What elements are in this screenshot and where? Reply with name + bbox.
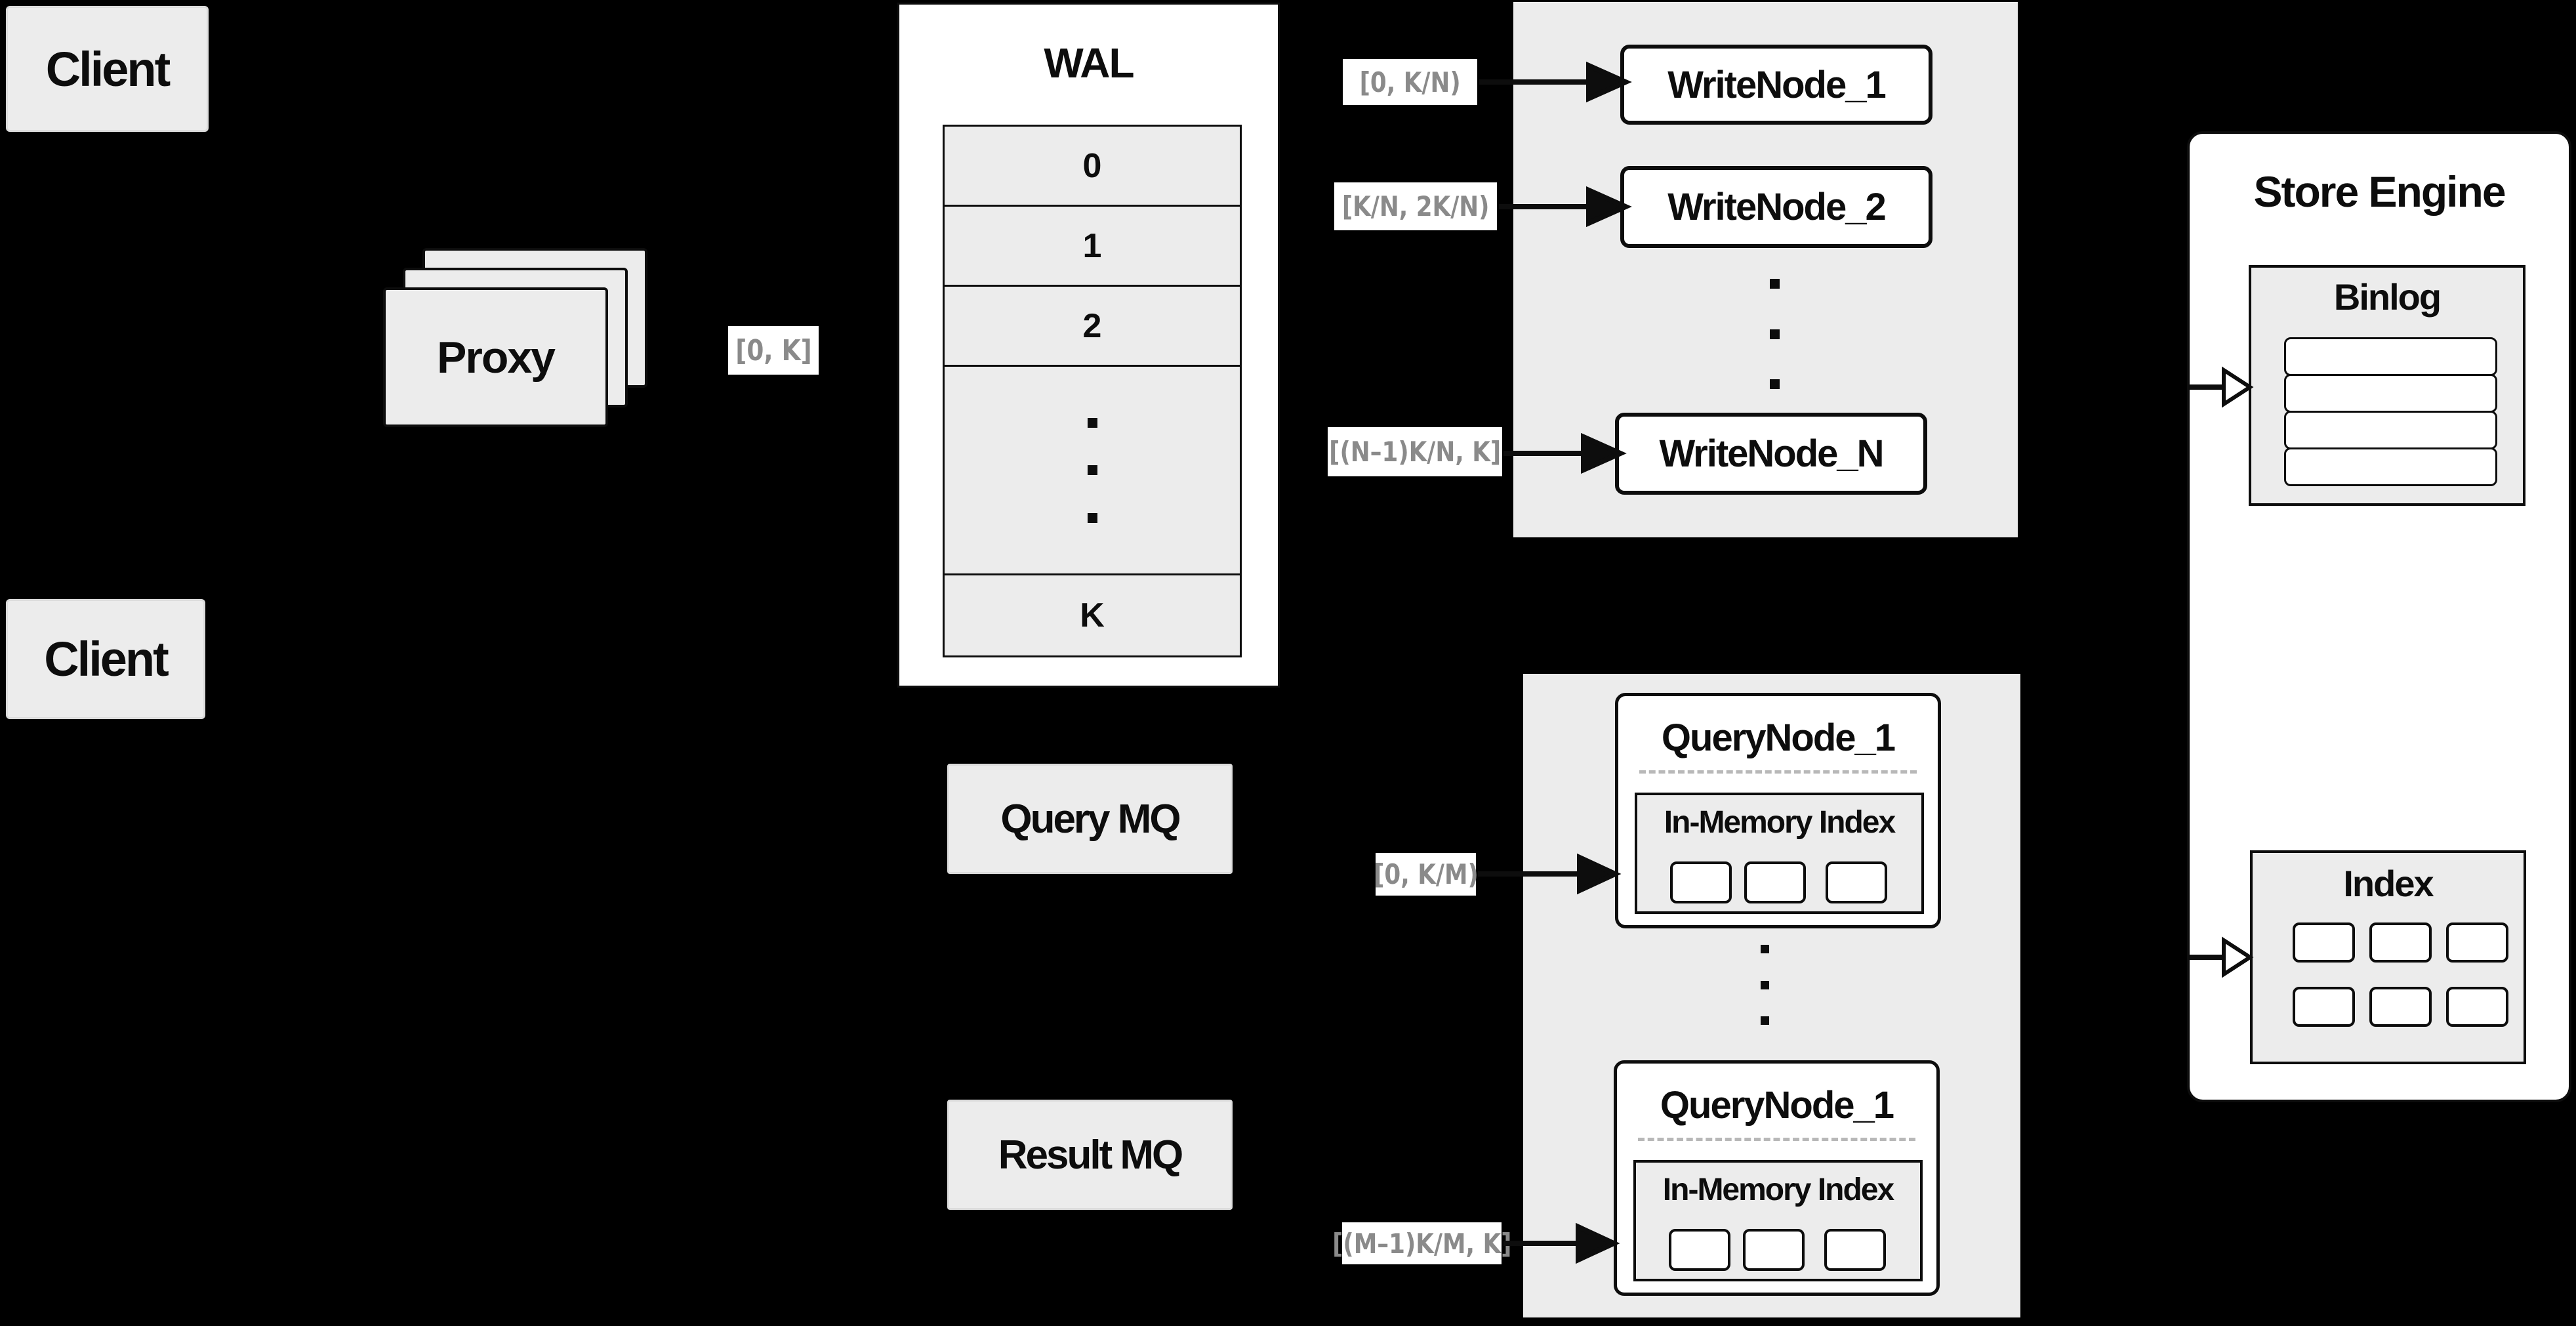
client-top-label: Client bbox=[45, 41, 171, 96]
writenode-2-range-label: [K/N, 2K/N) bbox=[1334, 182, 1497, 230]
index-slot-1 bbox=[2293, 922, 2355, 963]
wal-ellipsis-dots bbox=[1087, 417, 1097, 523]
querynode-2-divider bbox=[1638, 1138, 1915, 1141]
querynode-1-box: QueryNode_1 In-Memory Index bbox=[1615, 693, 1941, 928]
query-mq-label: Query MQ bbox=[1000, 796, 1181, 842]
writenode-2-box: WriteNode_2 bbox=[1620, 166, 1932, 248]
querynode-2-inmemory-box: In-Memory Index bbox=[1633, 1160, 1923, 1281]
proxy-range-label: [0, K] bbox=[728, 326, 819, 375]
inmemory-2-slot-1 bbox=[1669, 1229, 1730, 1271]
writenode-n-label: WriteNode_N bbox=[1659, 432, 1884, 475]
writenode-1-label: WriteNode_1 bbox=[1667, 63, 1886, 106]
writenode-ellipsis-dots bbox=[1770, 279, 1780, 389]
querynode-ellipsis-dots bbox=[1761, 945, 1769, 1025]
client-bottom-label: Client bbox=[44, 632, 169, 686]
querynode-2-title: QueryNode_1 bbox=[1660, 1084, 1894, 1127]
querynode-1-inmemory-label: In-Memory Index bbox=[1664, 805, 1896, 840]
inmemory-2-slot-3 bbox=[1824, 1229, 1886, 1271]
querynode-1-range-label: [0, K/M) bbox=[1374, 853, 1478, 896]
binlog-box: Binlog bbox=[2249, 265, 2525, 506]
index-title: Index bbox=[2343, 863, 2434, 904]
query-mq-box: Query MQ bbox=[947, 764, 1233, 874]
index-slot-3 bbox=[2446, 922, 2508, 963]
writenode-1-box: WriteNode_1 bbox=[1620, 45, 1932, 125]
wal-table: 0 1 2 K bbox=[943, 125, 1242, 657]
writenode-n-box: WriteNode_N bbox=[1615, 413, 1927, 495]
writenode-n-range-label: [(N–1)K/N, K] bbox=[1328, 427, 1502, 476]
writenode-2-label: WriteNode_2 bbox=[1667, 186, 1886, 228]
querynode-1-title: QueryNode_1 bbox=[1661, 716, 1896, 759]
binlog-row bbox=[2284, 337, 2497, 376]
index-box: Index bbox=[2250, 850, 2526, 1064]
wal-segment-0: 0 bbox=[943, 125, 1242, 207]
wal-title: WAL bbox=[1044, 39, 1134, 87]
wal-segment-k: K bbox=[943, 573, 1242, 657]
wal-container: WAL 0 1 2 K bbox=[897, 3, 1280, 688]
wal-segment-1: 1 bbox=[943, 205, 1242, 287]
proxy-label: Proxy bbox=[437, 332, 556, 383]
result-mq-label: Result MQ bbox=[998, 1132, 1184, 1178]
inmemory-1-slot-2 bbox=[1744, 861, 1806, 903]
wal-segment-2: 2 bbox=[943, 285, 1242, 367]
proxy-box-front: Proxy bbox=[383, 287, 608, 427]
result-mq-box: Result MQ bbox=[947, 1100, 1233, 1210]
writenode-1-range-label: [0, K/N) bbox=[1343, 59, 1477, 105]
binlog-row bbox=[2284, 411, 2497, 449]
binlog-row bbox=[2284, 374, 2497, 413]
inmemory-2-slot-2 bbox=[1743, 1229, 1805, 1271]
querynode-1-inmemory-box: In-Memory Index bbox=[1635, 793, 1924, 914]
wal-segment-ellipsis bbox=[943, 365, 1242, 575]
index-slot-2 bbox=[2369, 922, 2432, 963]
index-slot-6 bbox=[2446, 987, 2508, 1027]
client-box-top: Client bbox=[6, 6, 209, 132]
querynode-2-range-label: [(M–1)K/M, K] bbox=[1332, 1222, 1511, 1264]
index-slot-4 bbox=[2293, 987, 2355, 1027]
querynode-2-inmemory-label: In-Memory Index bbox=[1662, 1172, 1894, 1207]
binlog-title: Binlog bbox=[2333, 276, 2442, 318]
querynode-1-divider bbox=[1639, 770, 1917, 774]
binlog-rows bbox=[2284, 337, 2497, 486]
store-engine-box: Store Engine Binlog Index bbox=[2187, 131, 2571, 1102]
client-box-bottom: Client bbox=[6, 599, 205, 719]
inmemory-1-slot-3 bbox=[1826, 861, 1887, 903]
inmemory-1-slot-1 bbox=[1670, 861, 1732, 903]
querynode-2-box: QueryNode_1 In-Memory Index bbox=[1614, 1060, 1940, 1296]
binlog-row bbox=[2284, 447, 2497, 486]
index-slot-5 bbox=[2369, 987, 2432, 1027]
store-engine-title: Store Engine bbox=[2253, 167, 2506, 216]
